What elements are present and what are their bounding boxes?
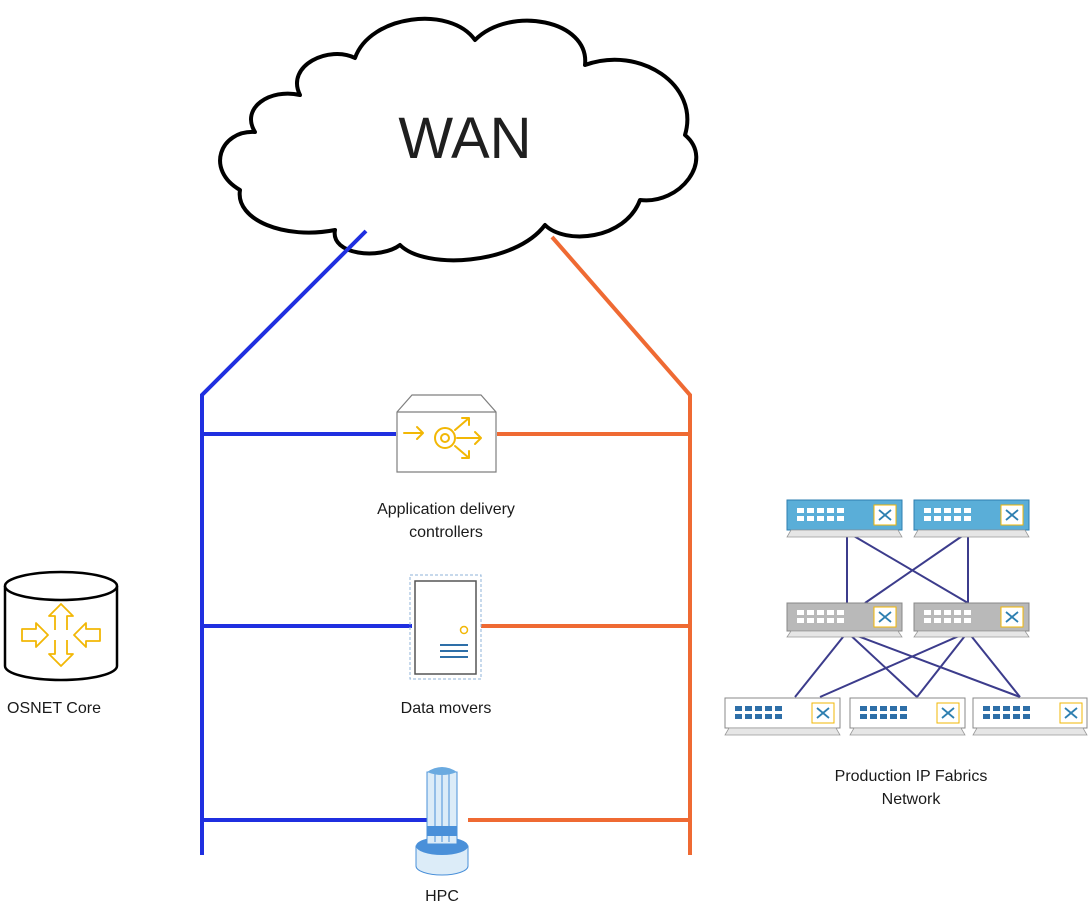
load-balancer-icon[interactable] [396,394,497,473]
hpc-cluster-icon[interactable] [415,767,469,876]
fabric-links [794,531,1021,698]
wan-cloud-icon [218,16,699,263]
leaf-switch-1-icon[interactable] [724,697,841,736]
server-icon[interactable] [409,574,482,680]
fabrics-label-line2: Network [881,791,941,808]
spine-switch-2-icon[interactable] [913,499,1030,538]
orange-path-links [468,235,692,855]
leaf-switch-3-icon[interactable] [972,697,1088,736]
adc-label: Application delivery controllers [330,498,562,544]
adc-label-line2: controllers [409,524,483,541]
spine-switch-1-icon[interactable] [786,499,903,538]
leaf-switch-2-icon[interactable] [849,697,966,736]
hpc-label: HPC [425,888,459,905]
fabrics-label: Production IP Fabrics Network [786,765,1036,811]
wan-label: WAN [398,106,532,171]
data-movers-label: Data movers [400,700,492,717]
adc-label-line1: Application delivery [377,501,515,518]
osnet-core-label: OSNET Core [7,700,101,717]
core-router-icon[interactable] [3,570,119,682]
aggregation-switch-1-icon[interactable] [786,602,903,638]
aggregation-switch-2-icon[interactable] [913,602,1030,638]
fabrics-label-line1: Production IP Fabrics [834,768,988,785]
blue-path-links [200,229,428,855]
